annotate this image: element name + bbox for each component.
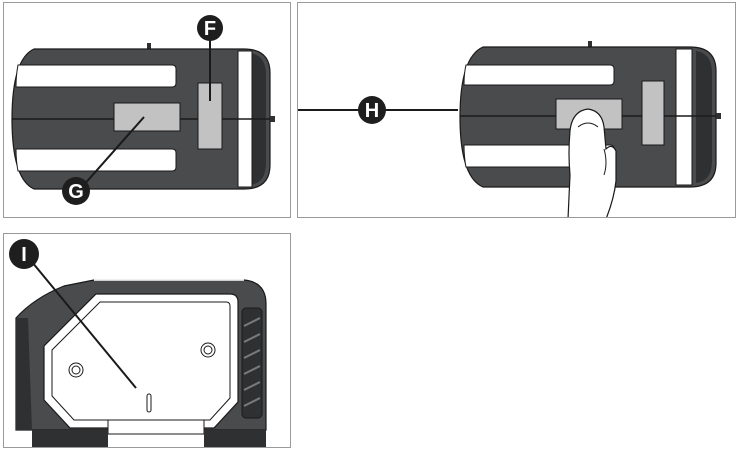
lower-grip-band [15,148,177,172]
callout-g: G [62,177,90,205]
fingernail [577,122,599,128]
device-bottom-view-illustration: I [9,239,267,447]
panel-top-view: F G [3,2,291,218]
callout-i-label: I [21,244,27,266]
button-side [641,80,665,146]
button-g [113,102,181,132]
screw-right-icon [200,342,216,358]
right-grip-ribs [241,307,263,419]
device-end-cap [696,51,712,183]
base-left [32,430,108,447]
side-stripe [675,48,693,186]
knuckle-line [603,148,607,176]
screw-left-icon [68,362,84,378]
leader-line-g [81,116,145,188]
callout-f: F [197,15,223,41]
left-edge [16,318,32,430]
callout-h: H [358,96,386,124]
bottom-foot [107,419,205,435]
callout-i: I [9,239,39,269]
device-press-illustration: H [298,41,721,217]
callout-f-label: F [204,18,216,40]
top-nub [147,43,151,49]
bottom-plate-inner [51,301,231,421]
device-top-view-illustration: F G [11,15,275,205]
base-right [204,430,266,447]
seam-end-nub [270,116,275,122]
callout-h-label: H [365,100,379,122]
callout-g-label: G [68,181,84,203]
upper-grip-band [15,64,177,88]
panel-bottom-view: I [3,233,291,448]
finger-icon [567,108,617,217]
panel-press-button: H [297,2,736,218]
top-nub [588,41,592,47]
center-mark-slot [146,393,152,413]
upper-grip-band [463,64,615,86]
leader-line-i [31,261,137,389]
seam-end-nub [716,113,721,119]
